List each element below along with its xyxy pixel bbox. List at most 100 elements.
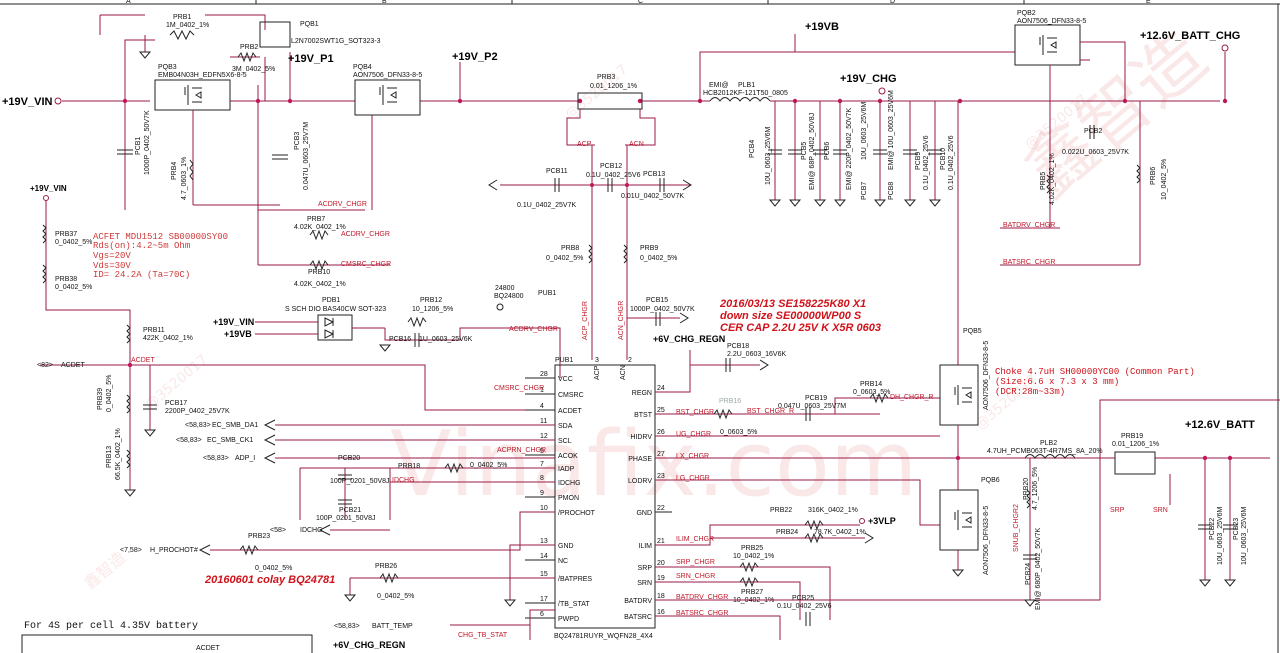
pcb7-value: 10U_0603_25V6M [861,101,868,160]
pin-name: LODRV [628,478,652,485]
pin-name: ILIM [638,543,652,550]
prb16-ref: PRB16 [719,398,741,405]
batsrc-label: BATSRC_CHGR [676,610,728,617]
pcb13-ref: PCB13 [643,171,665,178]
pin-name: PMON [558,495,579,502]
prb25-ref: PRB25 [741,545,763,552]
net-pdb1-vin: +19V_VIN [213,317,254,327]
pqb3-value: EMB04N03H_EDFN5X6-8-5 [158,72,247,79]
prb16-resistor [713,408,733,420]
net-vin-left: +19V_VIN [30,184,67,193]
acdrv-label-2: ACDRV_CHGR [341,231,390,238]
pcb16-ref: PCB16 [389,336,411,343]
note-choke-2: (Size:6.6 x 7.3 x 3 mm) [995,377,1119,387]
prb23-resistor [239,544,259,556]
ic-ref-top: PUB1 [538,290,556,297]
plb1-inductor: EMI@ PLB1 HCB2012KF-121T50_0805 [703,82,788,102]
note-choke-1: Choke 4.7uH SH00000YC00 (Common Part) [995,367,1195,377]
prb39-value: 0_0402_5% [106,375,113,412]
prb4-resistor [189,159,194,181]
acprn-label: ACPRN_CHGR [497,447,546,454]
acn-label: ACN [629,141,644,148]
prb12-ref: PRB12 [420,297,442,304]
pcb8-value: EMI@ 10U_0603_25V6M [888,90,895,170]
pin-num: 25 [657,407,665,414]
net-19v-p2: +19V_P2 [452,51,498,63]
prb13-value: 66.5K_0402_1% [115,428,122,480]
acdet-red-label: ACDET [131,357,155,364]
ruler-col-e: E [1146,0,1151,5]
prb18-value: 0_0402_5% [470,462,507,469]
net-batt: +12.6V_BATT [1185,419,1255,431]
acdet-box [21,634,313,653]
pcb25-ref: PCB25 [792,595,814,602]
pin-name: IADP [558,466,575,473]
prb26-ref: PRB26 [375,563,397,570]
pin-name: /BATPRES [558,576,592,583]
prb24-ref: PRB24 [776,529,798,536]
net-pdb1-vb: +19VB [224,329,252,339]
pcb23-ref: PCB23 [1233,518,1240,540]
pcb9-ref: PCB9 [915,152,922,170]
prb8-resistor [588,244,593,264]
pcb7-ref: PCB7 [861,182,868,200]
prb10-ref: PRB10 [308,269,330,276]
pcb4-value: 10U_0603_25V6M [765,126,772,185]
prb3-ref: PRB3 [597,74,615,81]
prb11-resistor [126,324,131,344]
pcb6-ref: PCB6 [824,142,831,160]
pin-batpres: 15/BATPRES [525,571,592,583]
pin-name: GND [558,543,574,550]
watermark-id-2: @3520017 [562,62,631,123]
pcb3-capacitor [272,154,288,160]
pdb1-value: S SCH DIO BAS40CW SOT-323 [285,306,386,313]
prb1-prb2-pqb1-group: PRB1 1M_0402_1% PQB1 L2N7002SWT1G_SOT323… [99,14,381,101]
cmsrc-label-1: CMSRC_CHGR [341,261,391,268]
pqb1-value: L2N7002SWT1G_SOT323-3 [291,38,381,45]
pcb3-ref: PCB3 [294,132,301,150]
prb2-resistor [237,51,257,63]
pcb20-value: 100P_0201_50V8J [330,478,390,485]
pcb12-value: 0.1U_0402_25V6 [586,172,641,179]
acfet-note-5: ID= 24.2A (Ta=70C) [93,270,190,280]
pcb9-value: 0.1U_0402_25V6 [923,135,930,190]
plb1-value: HCB2012KF-121T50_0805 [703,90,788,97]
acdet-box-label: ACDET [196,645,220,652]
pqb3-mosfet: PQB3 EMB04N03H_EDFN5X6-8-5 PRB4 4.7_0603… [154,64,280,206]
pin-name: ACDET [558,408,582,415]
snub-label: SNUB_CHGR2 [1013,504,1020,552]
ilim-label: ILIM_CHGR [676,536,714,543]
prb8-ref: PRB8 [561,245,579,252]
pcb18-value: 2.2U_0603_16V6K [727,351,786,358]
prb18-resistor [444,462,464,474]
pin-num: 14 [540,553,548,560]
pcb10-ref: PCB10 [940,148,947,170]
prb4-value: 4.7_0603_1% [181,157,188,200]
prb5-resistor [1046,174,1051,194]
pin-num: 9 [540,490,544,497]
pin-name: /PROCHOT [558,510,596,517]
watermark-cn: 鑫智造 [80,548,129,593]
pin-num: 4 [540,403,544,410]
ug-label: UG_CHGR [676,431,711,438]
pcb24-value: EMI@ 680P_0402_50V7K [1035,527,1042,610]
srn-label-2: SRN [1153,507,1168,514]
net-3vlp: +3VLP [868,516,896,526]
pcb5-ref: PCB5 [801,142,808,160]
acp-label: ACP [577,141,592,148]
prb20-ref: PRB20 [1023,478,1030,500]
prb26-value: 0_0402_5% [377,593,414,600]
note-cercap: CER CAP 2.2U 25V K X5R 0603 [720,322,881,334]
srp-label: SRP_CHGR [676,559,715,566]
prb1-resistor [169,29,195,41]
pqb6-value: AON7506_DFN33-8-5 [983,506,990,575]
batsrc-top-label: BATSRC_CHGR [1003,259,1055,266]
idchg-ref: <58> [270,527,286,534]
prb19-ref: PRB19 [1121,433,1143,440]
pcb19-ref: PCB19 [805,395,827,402]
chg-test-point [878,87,886,95]
pcb24-ref: PCB24 [1025,563,1032,585]
net-regn-bottom: +6V_CHG_REGN [333,640,405,650]
